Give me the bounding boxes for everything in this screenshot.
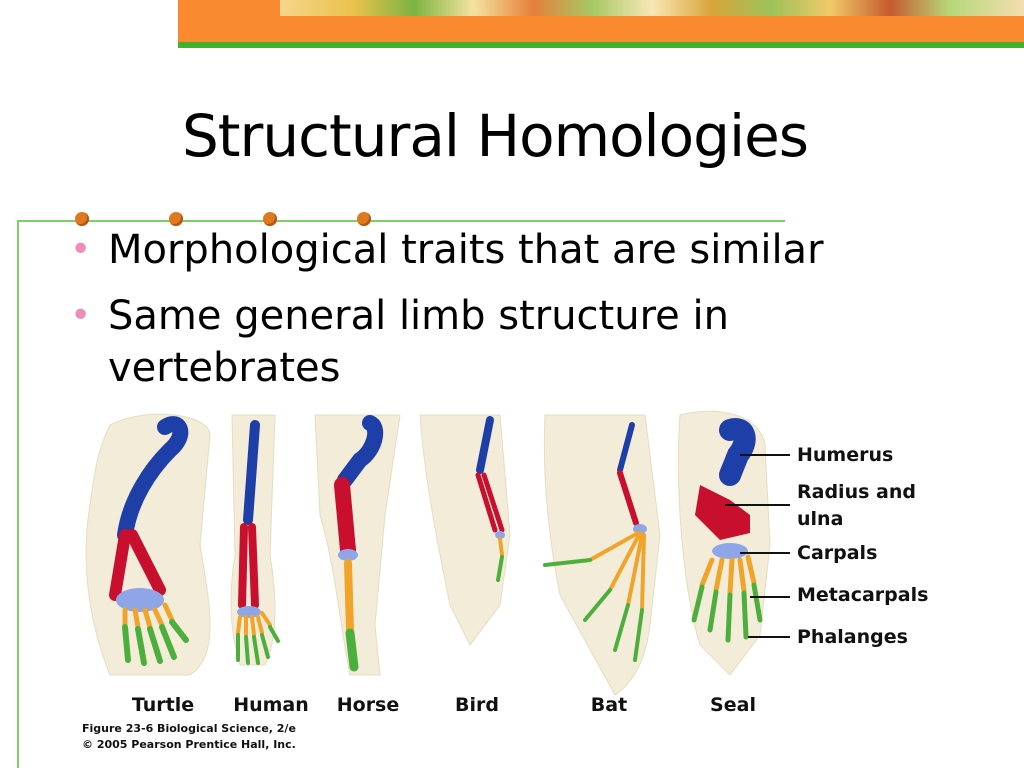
label-radius-ulna-line2: ulna: [797, 508, 843, 530]
decorative-dot: [357, 212, 371, 226]
seal-skin: [677, 410, 771, 676]
title-divider-line: [17, 220, 785, 222]
turtle-skin: [85, 413, 211, 676]
bullet-icon: •: [70, 295, 92, 336]
label-phalanges: Phalanges: [797, 626, 908, 648]
decorative-dot: [75, 212, 89, 226]
label-horse: Horse: [337, 694, 400, 716]
bullet-text: Morphological traits that are similar: [108, 227, 824, 273]
label-turtle: Turtle: [132, 694, 194, 716]
label-bird: Bird: [455, 694, 499, 716]
figure-credit: Figure 23-6 Biological Science, 2/e © 20…: [82, 722, 296, 751]
bird-limb: [475, 416, 505, 582]
label-human: Human: [233, 694, 309, 716]
credit-line-1: Figure 23-6 Biological Science, 2/e: [82, 722, 296, 735]
bullet-text: Same general limb structure in vertebrat…: [108, 293, 729, 391]
label-seal: Seal: [710, 694, 756, 716]
limb-homology-figure: Humerus Radius and ulna Carpals Metacarp…: [85, 410, 928, 716]
label-radius-ulna-line1: Radius and: [797, 481, 916, 503]
decorative-dot: [263, 212, 277, 226]
credit-line-2: © 2005 Pearson Prentice Hall, Inc.: [82, 738, 296, 751]
horse-limb: [334, 415, 384, 672]
left-divider-line: [17, 220, 19, 768]
bird-skin: [419, 414, 511, 646]
bat-limb: [543, 422, 647, 662]
slide-title: Structural Homologies: [181, 102, 809, 170]
banner-green-line: [178, 42, 1024, 48]
turtle-limb: [109, 416, 189, 666]
label-carpals: Carpals: [797, 542, 877, 564]
human-limb: [236, 420, 280, 665]
banner-photo-strip: [280, 0, 1024, 16]
seal-limb: [691, 418, 763, 643]
label-humerus: Humerus: [797, 444, 893, 466]
label-bat: Bat: [591, 694, 627, 716]
label-metacarpals: Metacarpals: [797, 584, 928, 606]
decorative-dot: [169, 212, 183, 226]
bullet-icon: •: [70, 229, 92, 270]
